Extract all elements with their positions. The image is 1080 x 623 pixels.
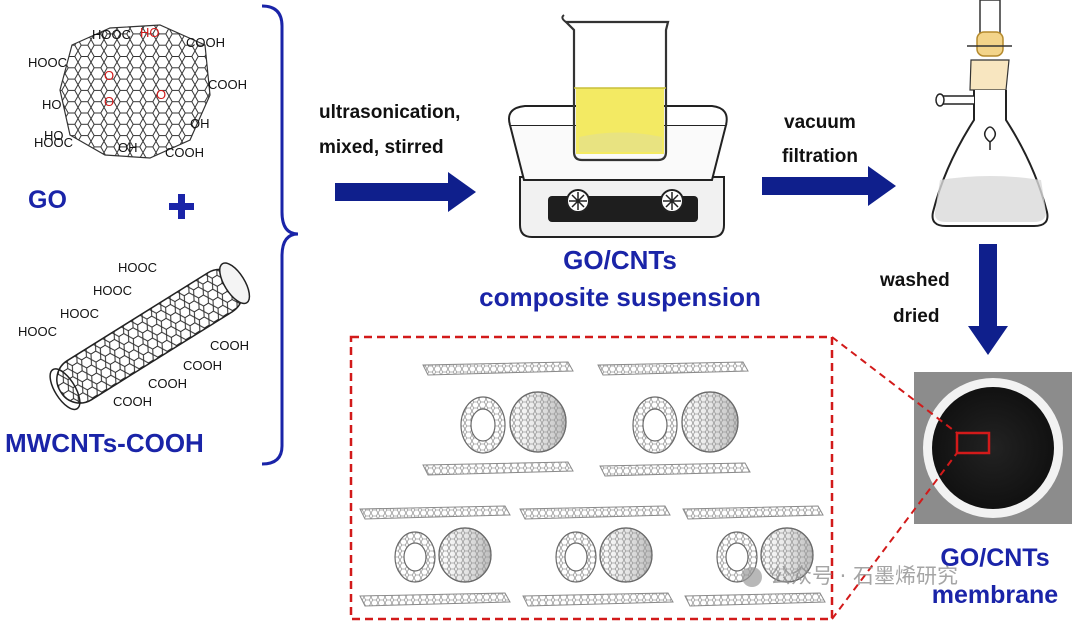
go-sheet-layers — [359, 361, 826, 607]
step-dried-label: dried — [893, 306, 940, 327]
cnt-group-label: HOOC — [118, 260, 157, 275]
go-group-label: HO — [140, 25, 160, 40]
cnt-group-label: COOH — [183, 358, 222, 373]
step-ultrasonication-line2: mixed, stirred — [319, 137, 444, 158]
callout-connector — [831, 336, 958, 434]
go-group-label: HO — [42, 97, 62, 112]
go-group-label: COOH — [165, 145, 204, 160]
watermark-icon — [742, 567, 762, 587]
go-group-label: HO — [44, 128, 64, 143]
go-group-label: O — [104, 94, 114, 109]
go-group-label: HOOC — [92, 27, 131, 42]
step-filtration-line1: vacuum — [784, 112, 856, 133]
membrane-title-line2: membrane — [931, 581, 1059, 609]
go-group-label: O — [104, 68, 114, 83]
go-group-label: OH — [118, 140, 138, 155]
arrow-drying — [968, 244, 1008, 355]
cnt-structure — [49, 262, 251, 411]
cnt-group-label: COOH — [113, 394, 152, 409]
suspension-title-line2: composite suspension — [479, 282, 761, 312]
go-group-label: HOOC — [28, 55, 67, 70]
step-ultrasonication-line1: ultrasonication, — [319, 102, 461, 123]
cnt-group-label: HOOC — [60, 306, 99, 321]
step-filtration-line2: filtration — [782, 146, 858, 167]
cnt-group-label: HOOC — [18, 324, 57, 339]
arrow-mixing — [335, 172, 476, 212]
mwcnts-cooh-label: MWCNTs-COOH — [5, 428, 204, 458]
step-washed-label: washed — [880, 270, 950, 291]
go-group-label: HOOC — [34, 135, 73, 150]
membrane-photo — [914, 372, 1072, 524]
filtration-flask — [931, 0, 1049, 227]
go-structure — [59, 24, 211, 159]
callout-connector — [831, 452, 958, 620]
go-group-label: COOH — [208, 77, 247, 92]
plus-sign — [169, 194, 194, 219]
cnt-group-label: COOH — [210, 338, 249, 353]
watermark-text: 公众号 · 石墨烯研究 — [770, 564, 958, 588]
arrow-filtration — [762, 166, 896, 206]
grouping-brace — [261, 4, 299, 466]
cnt-group-label: HOOC — [93, 283, 132, 298]
nanotube-cluster — [394, 391, 814, 583]
cnt-group-label: COOH — [148, 376, 187, 391]
suspension-title-line1: GO/CNTs — [563, 245, 677, 275]
hotplate-stirrer — [508, 105, 728, 238]
membrane-title-line1: GO/CNTs — [940, 544, 1050, 572]
go-label: GO — [28, 186, 67, 214]
beaker — [561, 14, 670, 162]
go-group-label: OH — [190, 116, 210, 131]
go-group-label: COOH — [186, 35, 225, 50]
go-group-label: O — [156, 87, 166, 102]
